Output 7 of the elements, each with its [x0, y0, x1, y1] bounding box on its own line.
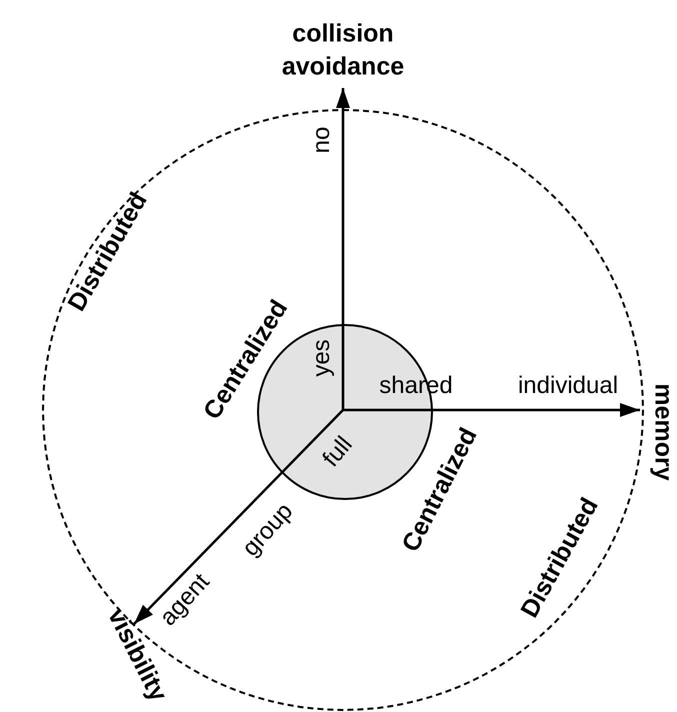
axis-title: collision avoidance — [280, 18, 406, 82]
tick-label: full — [318, 432, 358, 472]
axis-title: memory — [650, 383, 676, 481]
tick-label: no — [310, 126, 334, 154]
dashed-circle — [42, 109, 644, 711]
tick-label: individual — [518, 374, 618, 398]
tick-label: yes — [310, 339, 334, 377]
